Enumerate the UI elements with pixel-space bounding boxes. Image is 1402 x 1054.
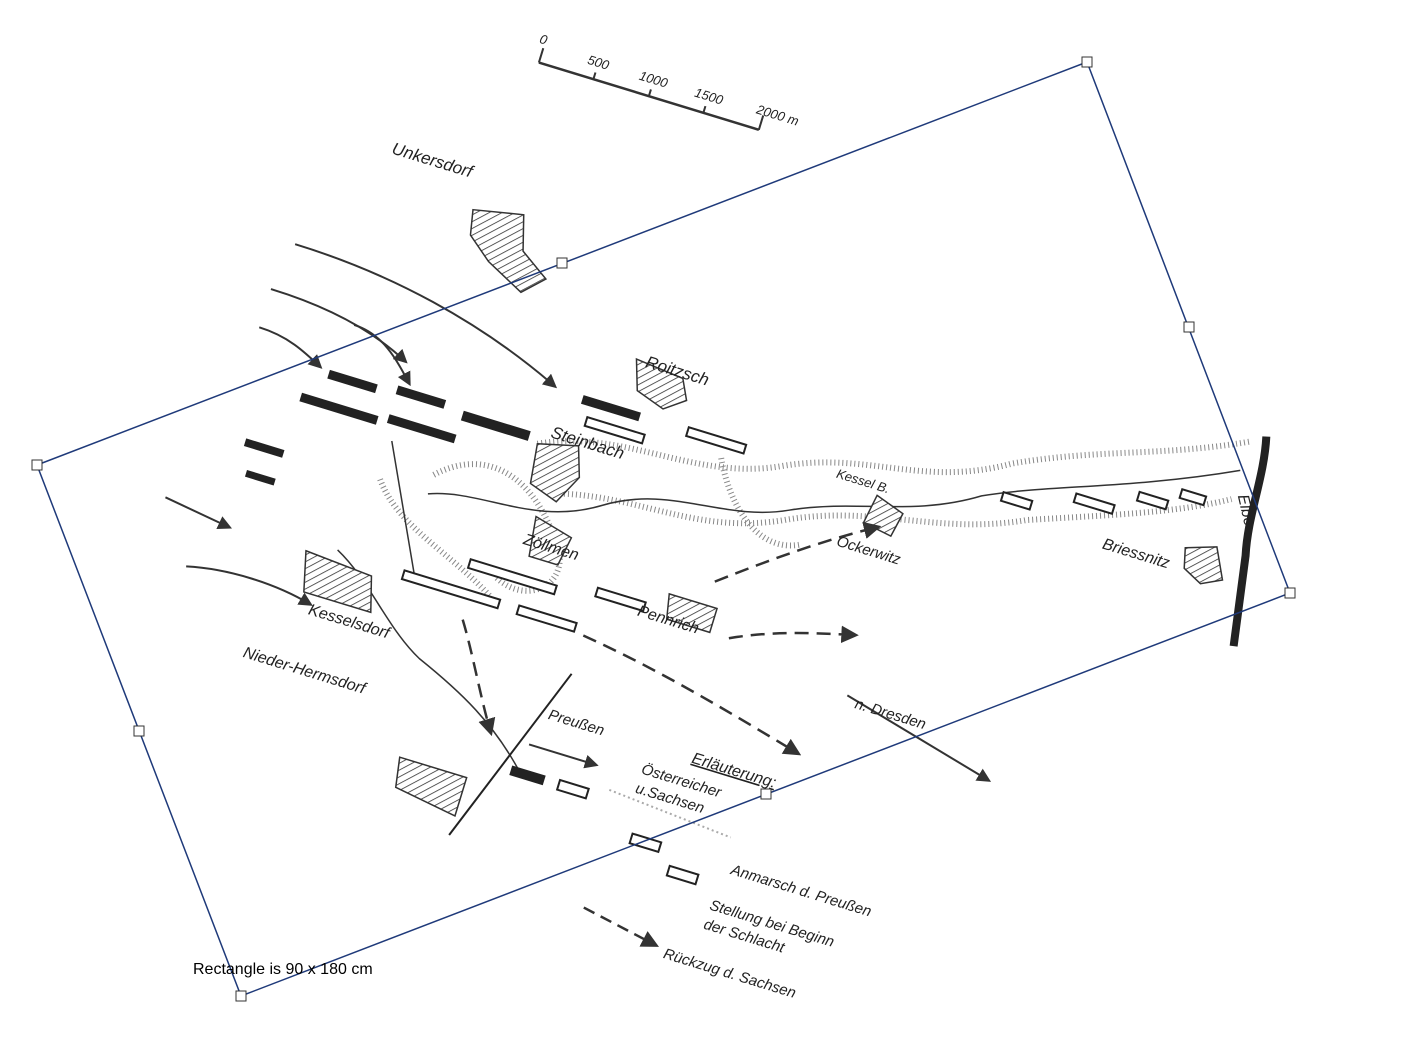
label-elbe: Elbe xyxy=(1234,493,1258,528)
map-legend: Erläuterung: Preußen Österreicher u.Sach… xyxy=(509,706,873,1002)
scale-tick-500: 500 xyxy=(586,52,612,73)
scale-bar: 0 500 1000 1500 2000 m xyxy=(538,31,801,131)
scale-tick-1500: 1500 xyxy=(693,85,726,108)
scanned-map: 0 500 1000 1500 2000 m xyxy=(165,31,1271,1002)
handle-right-mid[interactable] xyxy=(1183,321,1195,333)
allied-units xyxy=(400,415,1208,633)
handle-bottom-right[interactable] xyxy=(1284,587,1296,599)
selection-size-caption: Rectangle is 90 x 180 cm xyxy=(193,961,373,978)
label-unkersdorf: Unkersdorf xyxy=(390,139,477,182)
label-nieder-hermsdorf: Nieder-Hermsdorf xyxy=(241,644,369,698)
prussian-units xyxy=(243,369,641,486)
label-briessnitz: Briessnitz xyxy=(1100,536,1171,573)
scale-tick-0: 0 xyxy=(538,31,550,48)
handle-top-mid[interactable] xyxy=(556,257,568,269)
village-kesselsdorf xyxy=(303,549,373,614)
village-briessnitz xyxy=(1183,546,1224,585)
village-nieder-hermsdorf xyxy=(394,756,468,817)
village-steinbach xyxy=(529,442,581,503)
village-zoellmen xyxy=(528,515,573,566)
village-kessel xyxy=(862,494,904,538)
selection-rectangle[interactable] xyxy=(36,61,1291,997)
saxon-retreat-arrows xyxy=(461,521,882,756)
village-roitzsch xyxy=(635,357,688,410)
legend-divider xyxy=(448,673,573,836)
scale-tick-1000: 1000 xyxy=(637,68,670,91)
river-elbe xyxy=(1229,436,1271,647)
village-unkersdorf xyxy=(469,208,548,294)
handle-bottom-left[interactable] xyxy=(235,990,247,1002)
hill-ridges xyxy=(377,438,1250,599)
label-n-dresden: n. Dresden xyxy=(853,695,928,733)
label-ockerwitz: Ockerwitz xyxy=(835,533,903,569)
handle-top-right[interactable] xyxy=(1081,56,1093,68)
villages xyxy=(303,208,1224,817)
prussian-approach-arrows xyxy=(165,243,992,782)
label-kessel-b: Kessel B. xyxy=(835,466,892,496)
village-pennrich xyxy=(665,592,718,634)
handle-top-left[interactable] xyxy=(31,459,43,471)
handle-bottom-mid[interactable] xyxy=(760,788,772,800)
handle-left-mid[interactable] xyxy=(133,725,145,737)
selection-handles[interactable] xyxy=(31,56,1296,1002)
legend-prussians: Preußen xyxy=(546,706,606,739)
